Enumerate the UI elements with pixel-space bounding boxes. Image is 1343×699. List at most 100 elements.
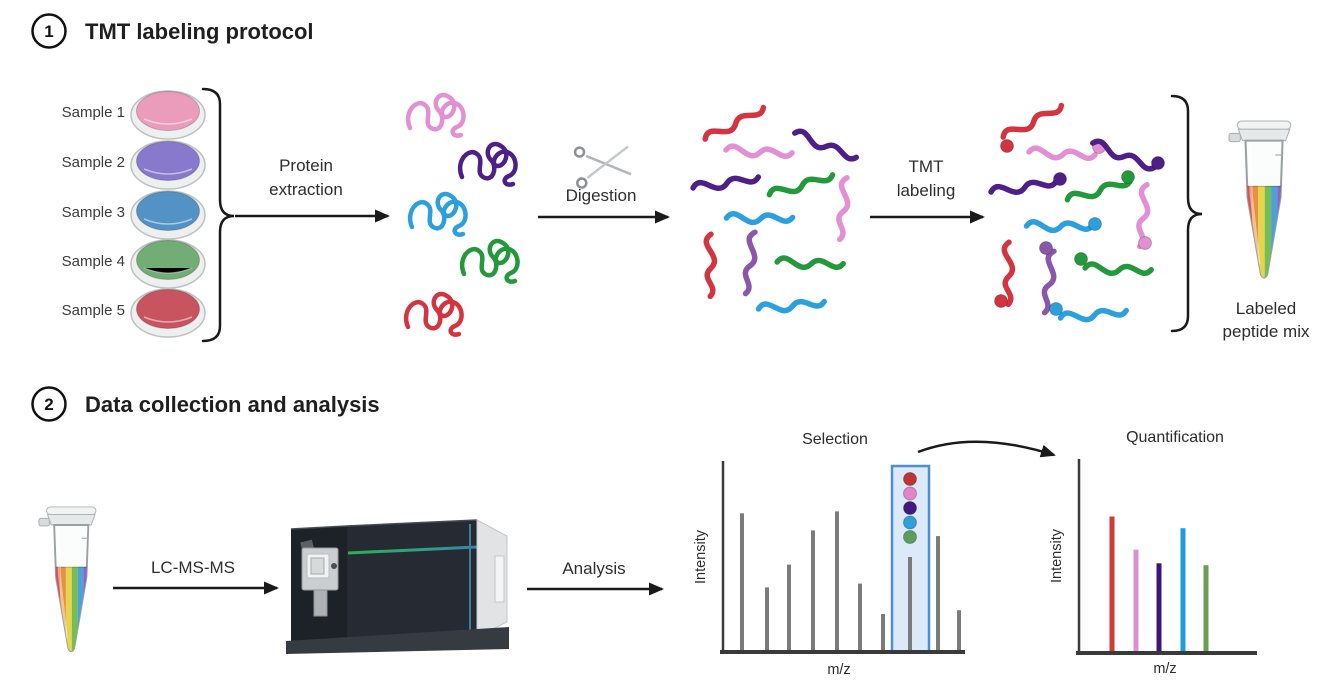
mix-brace (1170, 94, 1203, 333)
peptide (744, 232, 757, 294)
output-label-line2: peptide mix (1223, 322, 1310, 341)
labeled-peptide (1066, 170, 1135, 203)
labeled-peptide (1026, 217, 1102, 233)
spectrum-peak (957, 610, 961, 652)
protein-squiggle (460, 144, 515, 185)
petri-dish-icon (130, 239, 206, 289)
spectrum-peak (908, 557, 912, 652)
quant-bar (1156, 563, 1162, 653)
spectrum-peak (765, 587, 769, 652)
labeled-peptide (1074, 252, 1152, 277)
tmt-reporter-dot (903, 472, 917, 486)
sample-label: Sample 2 (62, 154, 125, 171)
tmt-label-line2: labeling (897, 181, 956, 200)
selection-bars (740, 464, 961, 654)
peptide (703, 107, 766, 142)
sample-label: Sample 5 (62, 302, 125, 319)
labeled-peptide (1138, 184, 1152, 250)
tmt-tag-dot (1088, 217, 1102, 231)
quantification-x-label: m/z (1153, 661, 1176, 677)
labeled-peptide (1039, 241, 1056, 314)
petri-dish-icon (130, 140, 206, 190)
spectrum-peak (881, 614, 885, 652)
samples-brace (201, 87, 235, 343)
tmt-reporter-dot (903, 530, 917, 544)
peptide (693, 176, 759, 191)
tmt-tag-dot (1039, 241, 1053, 255)
protein-extraction-label-line1: Protein (279, 156, 333, 175)
tmt-reporter-dot (903, 501, 917, 515)
lcmsms-label: LC-MS-MS (151, 558, 235, 577)
quant-bar (1203, 565, 1209, 653)
selection-chart: Selection Intensity m/z (693, 431, 965, 678)
protein-extraction-label-line2: extraction (269, 180, 343, 199)
selection-x-label: m/z (827, 662, 850, 678)
petri-dish-icon (130, 190, 206, 240)
instrument-base (286, 627, 509, 654)
microcentrifuge-tube-icon (39, 507, 96, 657)
tmt-tag-dot (1053, 172, 1067, 186)
quant-bar (1133, 549, 1139, 653)
tmt-tag-dot (1074, 252, 1088, 266)
peptide (705, 234, 716, 296)
selection-y-label: Intensity (693, 529, 709, 584)
selection-chart-title: Selection (802, 431, 868, 448)
microcentrifuge-tube-icon (1229, 121, 1291, 284)
selection-to-quantification-arrow (917, 440, 1056, 458)
lcmsms-step: LC-MS-MS (113, 558, 279, 595)
quant-bar (1180, 528, 1186, 653)
sample-list: Sample 1 Sample 2 Sample 3 Sample 4 Samp… (62, 90, 206, 338)
scissors-icon (573, 145, 632, 189)
section2-header: 2 Data collection and analysis (31, 386, 380, 422)
labeled-peptides (991, 105, 1165, 322)
digestion-step: Digestion (538, 145, 670, 224)
spectrum-peak (858, 583, 862, 652)
peptide (768, 174, 834, 198)
spectrum-peak (835, 511, 839, 652)
tmt-tag-dot (1121, 170, 1135, 184)
step-number: 2 (44, 395, 53, 414)
tmt-tag-dot (994, 294, 1008, 308)
tmt-tag-dot (1000, 139, 1014, 153)
mass-spectrometer-icon (286, 519, 509, 654)
peptide (838, 177, 849, 239)
quantification-bars (1109, 516, 1209, 653)
analysis-label: Analysis (562, 559, 625, 578)
digestion-label: Digestion (566, 186, 637, 205)
tmt-reporter-dot (903, 515, 917, 530)
spectrum-peak (811, 530, 815, 652)
protein-extraction-step: Protein extraction (235, 156, 390, 223)
tmt-label-line1: TMT (909, 157, 944, 176)
sample-label: Sample 1 (62, 104, 125, 121)
step-number-circle (31, 386, 67, 422)
labeled-peptide (1091, 138, 1165, 173)
protein-squiggle (410, 194, 465, 235)
digested-peptides (693, 107, 857, 313)
peptide (758, 300, 824, 312)
peptide (726, 213, 792, 225)
ion-source (300, 539, 339, 617)
output-label-line1: Labeled (1236, 299, 1297, 318)
petri-dish-icon (130, 288, 206, 338)
quantification-y-label: Intensity (1049, 528, 1065, 583)
tmt-tag-dot (1049, 302, 1063, 316)
sample-label: Sample 3 (62, 204, 125, 221)
quant-bar (1109, 516, 1115, 653)
step-number-circle (31, 13, 67, 49)
tmt-tag-dot (1138, 236, 1152, 250)
labeled-peptide (1001, 105, 1065, 153)
labeled-peptide (994, 242, 1015, 308)
peptide (793, 128, 856, 163)
protein-squiggle (406, 294, 461, 335)
protein-squiggle (408, 95, 463, 136)
section2-title: Data collection and analysis (85, 392, 380, 417)
labeled-peptide (1049, 302, 1127, 322)
quantification-chart-title: Quantification (1126, 429, 1224, 446)
protein-squiggle (462, 241, 517, 282)
extracted-proteins (406, 95, 517, 335)
spectrum-peak (936, 536, 940, 652)
quantification-chart: Quantification Intensity m/z (1049, 429, 1257, 677)
sample-label: Sample 4 (62, 253, 125, 270)
tmt-reporter-dot (903, 486, 917, 501)
